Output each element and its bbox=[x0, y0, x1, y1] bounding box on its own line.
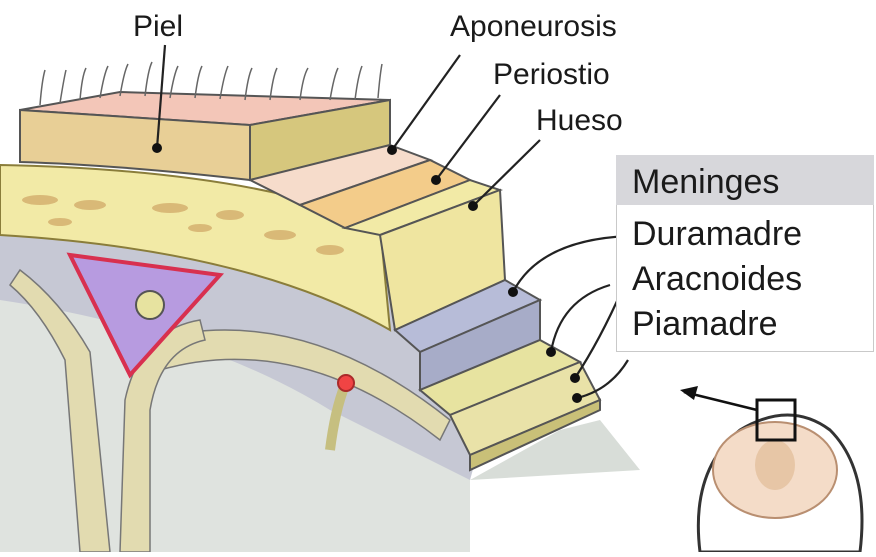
head-inset-icon bbox=[680, 386, 862, 552]
label-piel: Piel bbox=[133, 10, 183, 44]
legend-item-piamadre: Piamadre bbox=[632, 305, 778, 343]
label-aponeurosis: Aponeurosis bbox=[450, 10, 617, 44]
legend-title: Meninges bbox=[632, 163, 779, 201]
label-hueso: Hueso bbox=[536, 104, 623, 138]
label-periostio: Periostio bbox=[493, 58, 610, 92]
legend-item-aracnoides: Aracnoides bbox=[632, 260, 802, 298]
granulation bbox=[136, 291, 164, 319]
legend-item-duramadre: Duramadre bbox=[632, 215, 802, 253]
vessel bbox=[338, 375, 354, 391]
